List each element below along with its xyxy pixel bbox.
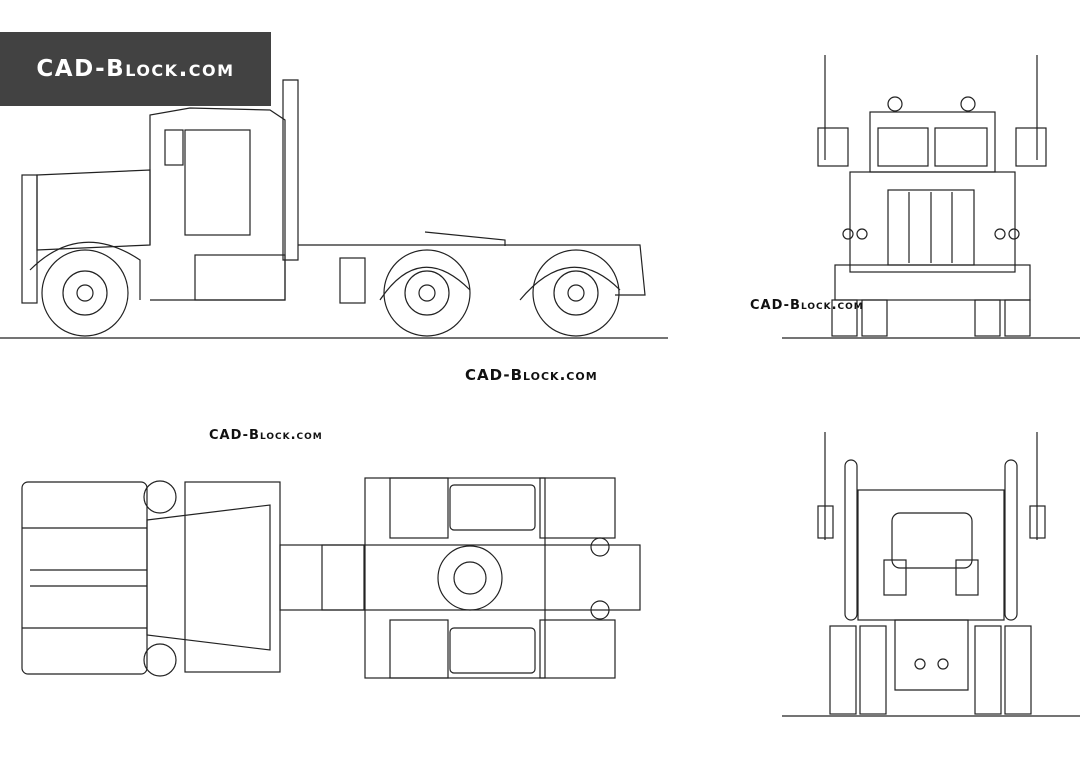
side-view <box>0 79 668 339</box>
logo-text: CAD-Block.com <box>36 56 235 82</box>
front-view <box>782 55 1080 339</box>
rear-view <box>782 432 1080 717</box>
watermark-middle: CAD-Block.com <box>465 366 598 384</box>
watermark-front: CAD-Block.com <box>750 298 864 313</box>
site-logo: CAD-Block.com <box>0 32 271 106</box>
top-view <box>21 477 641 679</box>
watermark-top-view: CAD-Block.com <box>209 428 323 443</box>
